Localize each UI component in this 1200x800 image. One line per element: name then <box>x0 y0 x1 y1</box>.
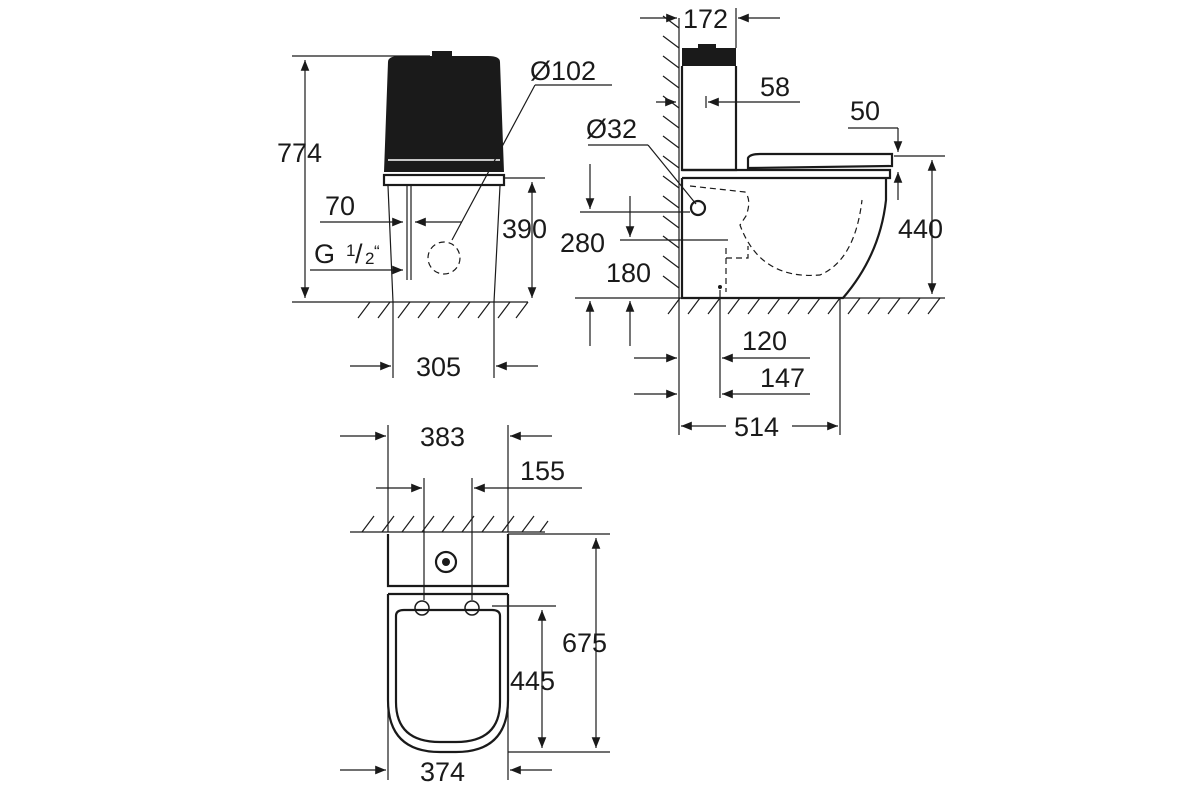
side-tank-body <box>680 66 738 172</box>
front-tank <box>384 56 504 172</box>
side-seat-ring <box>682 168 892 180</box>
wall-hatch <box>662 15 680 289</box>
width-374-label: 374 <box>420 757 465 787</box>
offset-70-label: 70 <box>325 191 355 221</box>
height-774-label: 774 <box>277 138 322 168</box>
width-305-label: 305 <box>416 352 461 382</box>
pipe-diameter-leader <box>451 84 536 241</box>
top-bowl-outline <box>386 594 510 754</box>
seat-50-label: 50 <box>850 96 880 126</box>
offset-155-label: 155 <box>520 456 565 486</box>
svg-text:/: / <box>355 239 363 269</box>
distance-120-label: 120 <box>742 326 787 356</box>
connector-numerator: 1 <box>346 241 355 260</box>
side-bowl <box>680 178 888 300</box>
width-383-label: 383 <box>420 422 465 452</box>
side-floor-hatch <box>667 297 941 315</box>
height-390-label: 390 <box>502 214 547 244</box>
length-445-label: 445 <box>510 666 555 696</box>
connector-denominator: 2 <box>365 249 374 268</box>
top-tank <box>386 534 510 588</box>
side-seat-lid <box>746 152 894 170</box>
side-view: 172 58 Ø32 280 180 50 440 120 <box>560 4 945 442</box>
distance-147-label: 147 <box>760 363 805 393</box>
depth-514-label: 514 <box>734 412 779 442</box>
front-floor-hatch <box>357 301 529 319</box>
connector-prefix: G <box>314 239 335 269</box>
pipe-diameter-label: Ø102 <box>530 56 596 86</box>
top-view: 383 155 675 445 374 <box>340 422 610 787</box>
height-440-label: 440 <box>898 214 943 244</box>
side-trap-path <box>689 185 863 277</box>
top-hinge-right <box>464 600 480 616</box>
top-hinge-left <box>414 600 430 616</box>
side-tank-top <box>682 48 736 66</box>
front-view: Ø102 774 390 70 G 1 / 2 “ 305 <box>277 51 612 382</box>
height-280-label: 280 <box>560 228 605 258</box>
front-outlet-circle <box>427 241 461 275</box>
top-seat-lid <box>394 608 502 744</box>
connector-suffix: “ <box>374 242 380 261</box>
length-675-label: 675 <box>562 628 607 658</box>
inlet-diameter-label: Ø32 <box>586 114 637 144</box>
front-seat-band <box>382 173 506 187</box>
top-wall-hatch <box>361 515 549 533</box>
height-180-label: 180 <box>606 258 651 288</box>
offset-58-label: 58 <box>760 72 790 102</box>
inlet-circle <box>689 199 707 217</box>
front-pedestal <box>387 185 501 303</box>
depth-172-label: 172 <box>683 4 728 34</box>
front-flush-button <box>432 51 452 57</box>
